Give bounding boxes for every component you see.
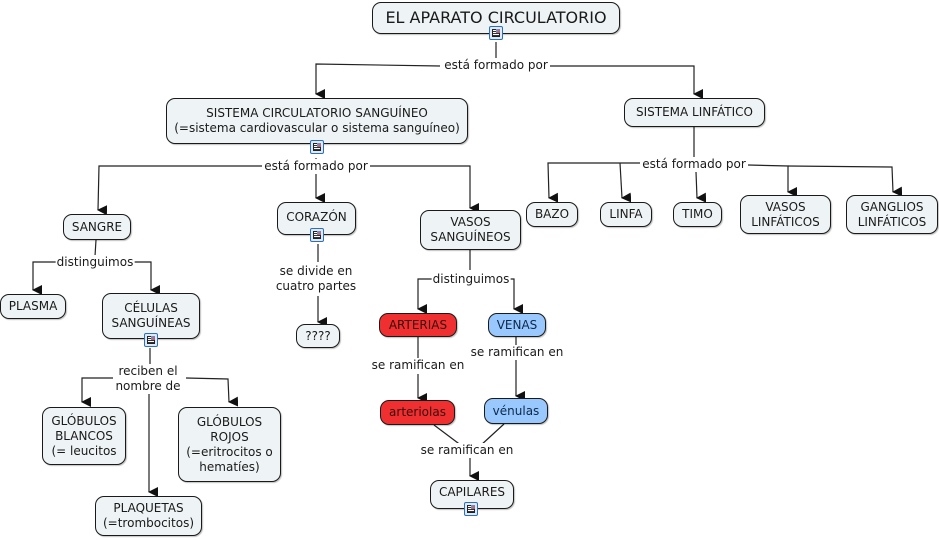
concept-venulas[interactable]: vénulas — [484, 398, 548, 424]
arrow-to-vasoslinf — [747, 164, 797, 197]
arrow-to-celulas — [134, 261, 160, 295]
concept-venas[interactable]: VENAS — [488, 313, 546, 337]
arrow-to-vasos — [370, 165, 479, 213]
arrow-to-plasma — [32, 261, 56, 295]
concept-globulos-blancos[interactable]: GLÓBULOS BLANCOS (= leucitos — [42, 407, 126, 465]
link-phrase: se ramifican en — [419, 443, 515, 458]
concept-corazon[interactable]: CORAZÓN — [277, 202, 356, 235]
link-phrase: está formado por — [263, 159, 369, 174]
concept-bazo[interactable]: BAZO — [526, 202, 578, 227]
concept-arterias[interactable]: ARTERIAS — [379, 313, 457, 337]
concept-vasos-sanguineos[interactable]: VASOS SANGUÍNEOS — [420, 210, 521, 250]
link-phrase: distinguimos — [431, 272, 511, 287]
arrow-to-sangui — [315, 63, 441, 99]
link-venulas — [479, 423, 505, 447]
resource-document-icon[interactable] — [489, 26, 503, 40]
resource-document-icon[interactable] — [310, 228, 324, 242]
concept-plaquetas[interactable]: PLAQUETAS (=trombocitos) — [95, 496, 202, 536]
resource-document-icon[interactable] — [144, 333, 158, 347]
arrow-to-sangre — [97, 165, 262, 216]
concept-celulas-sanguineas[interactable]: CÉLULAS SANGUÍNEAS — [102, 293, 200, 339]
link-arteriolas — [433, 424, 463, 447]
concept-vasos-linfaticos[interactable]: VASOS LINFÁTICOS — [740, 195, 831, 234]
link-phrase: se ramifican en — [370, 358, 466, 373]
concept-cuatro-partes[interactable]: ???? — [296, 324, 340, 348]
link-sangre — [94, 239, 97, 257]
arrow-to-arterias — [417, 278, 434, 314]
concept-sistema-linfatico[interactable]: SISTEMA LINFÁTICO — [624, 98, 765, 127]
link-phrase: se divide en cuatro partes — [274, 264, 358, 294]
arrow-to-rojos — [185, 377, 239, 407]
concept-timo[interactable]: TIMO — [673, 202, 722, 227]
arrow-to-bazo — [547, 162, 640, 203]
link-phrase: distinguimos — [55, 255, 135, 270]
link-phrase: se ramifican en — [469, 345, 565, 360]
link-phrase: reciben el nombre de — [114, 364, 182, 394]
concept-linfa[interactable]: LINFA — [600, 202, 652, 227]
link-phrase: está formado por — [443, 58, 549, 73]
concept-globulos-rojos[interactable]: GLÓBULOS ROJOS (=eritrocitos o hematíes) — [178, 407, 281, 482]
concept-arteriolas[interactable]: arteriolas — [380, 400, 455, 425]
arrow-to-blancos — [81, 377, 113, 407]
arrow-to-linf — [550, 65, 703, 99]
resource-document-icon[interactable] — [310, 140, 324, 154]
resource-document-icon[interactable] — [464, 502, 478, 516]
arrow-to-ganglios — [787, 165, 903, 197]
concept-ganglios-linfaticos[interactable]: GANGLIOS LINFÁTICOS — [846, 195, 938, 234]
concept-sangre[interactable]: SANGRE — [63, 214, 131, 240]
link-phrase: está formado por — [641, 157, 747, 172]
concept-sistema-circulatorio-sanguineo[interactable]: SISTEMA CIRCULATORIO SANGUÍNEO (=sistema… — [166, 98, 468, 144]
arrow-to-timo — [695, 171, 707, 203]
concept-plasma[interactable]: PLASMA — [0, 294, 66, 319]
arrow-to-linfa — [619, 162, 632, 203]
